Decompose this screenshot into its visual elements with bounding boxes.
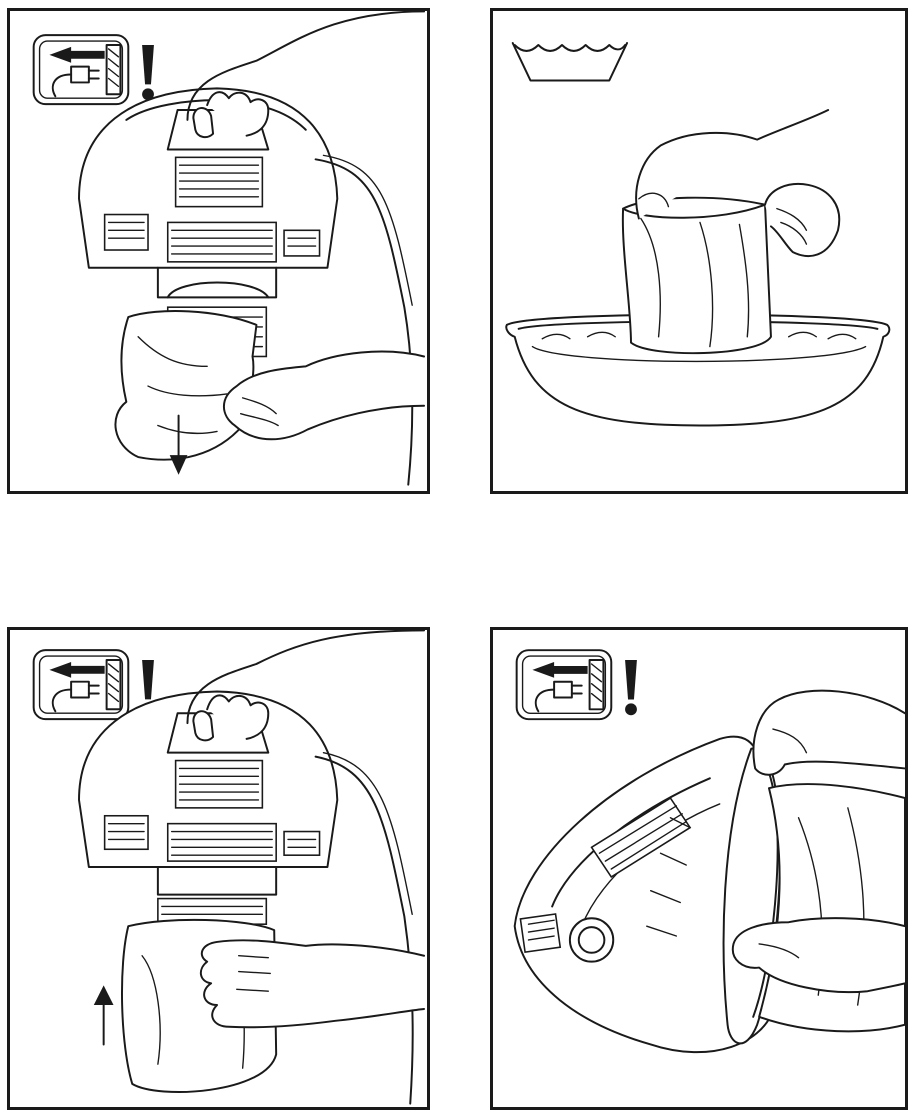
arrow-up-icon (93, 985, 114, 1046)
hand-top (752, 689, 905, 776)
panel-remove-bag (7, 8, 430, 494)
unplug-warning-icon (515, 649, 613, 721)
exclamation-icon (625, 660, 637, 716)
illustration-refit-bag (32, 630, 426, 1105)
washing-basin-symbol-icon (511, 42, 629, 82)
panel-fit-bag-rim (490, 627, 908, 1110)
vacuum-cleaner (78, 690, 414, 1105)
hand-pushing-bag (199, 939, 426, 1029)
hand-bottom (731, 917, 905, 994)
illustration-wash-bag (505, 42, 891, 427)
hand-on-handle (186, 630, 426, 742)
arrow-down-icon (169, 414, 188, 475)
unplug-warning-icon (32, 649, 130, 721)
vacuum-cleaner (78, 87, 414, 486)
hand-pulling-bag (222, 350, 426, 441)
cloth-bag (621, 196, 772, 355)
dust-bag (758, 783, 905, 1033)
illustration-fit-bag-rim (513, 649, 905, 1054)
vacuum-body-tilted (513, 735, 783, 1054)
hand-on-handle (186, 11, 426, 139)
unplug-warning-icon (32, 34, 130, 106)
hand-right (764, 183, 841, 257)
dust-bag (114, 310, 258, 461)
illustration-remove-bag (32, 11, 426, 486)
panel-wash-bag (490, 8, 908, 494)
exclamation-icon (142, 44, 154, 101)
hand-left (635, 109, 830, 220)
panel-refit-bag (7, 627, 430, 1110)
